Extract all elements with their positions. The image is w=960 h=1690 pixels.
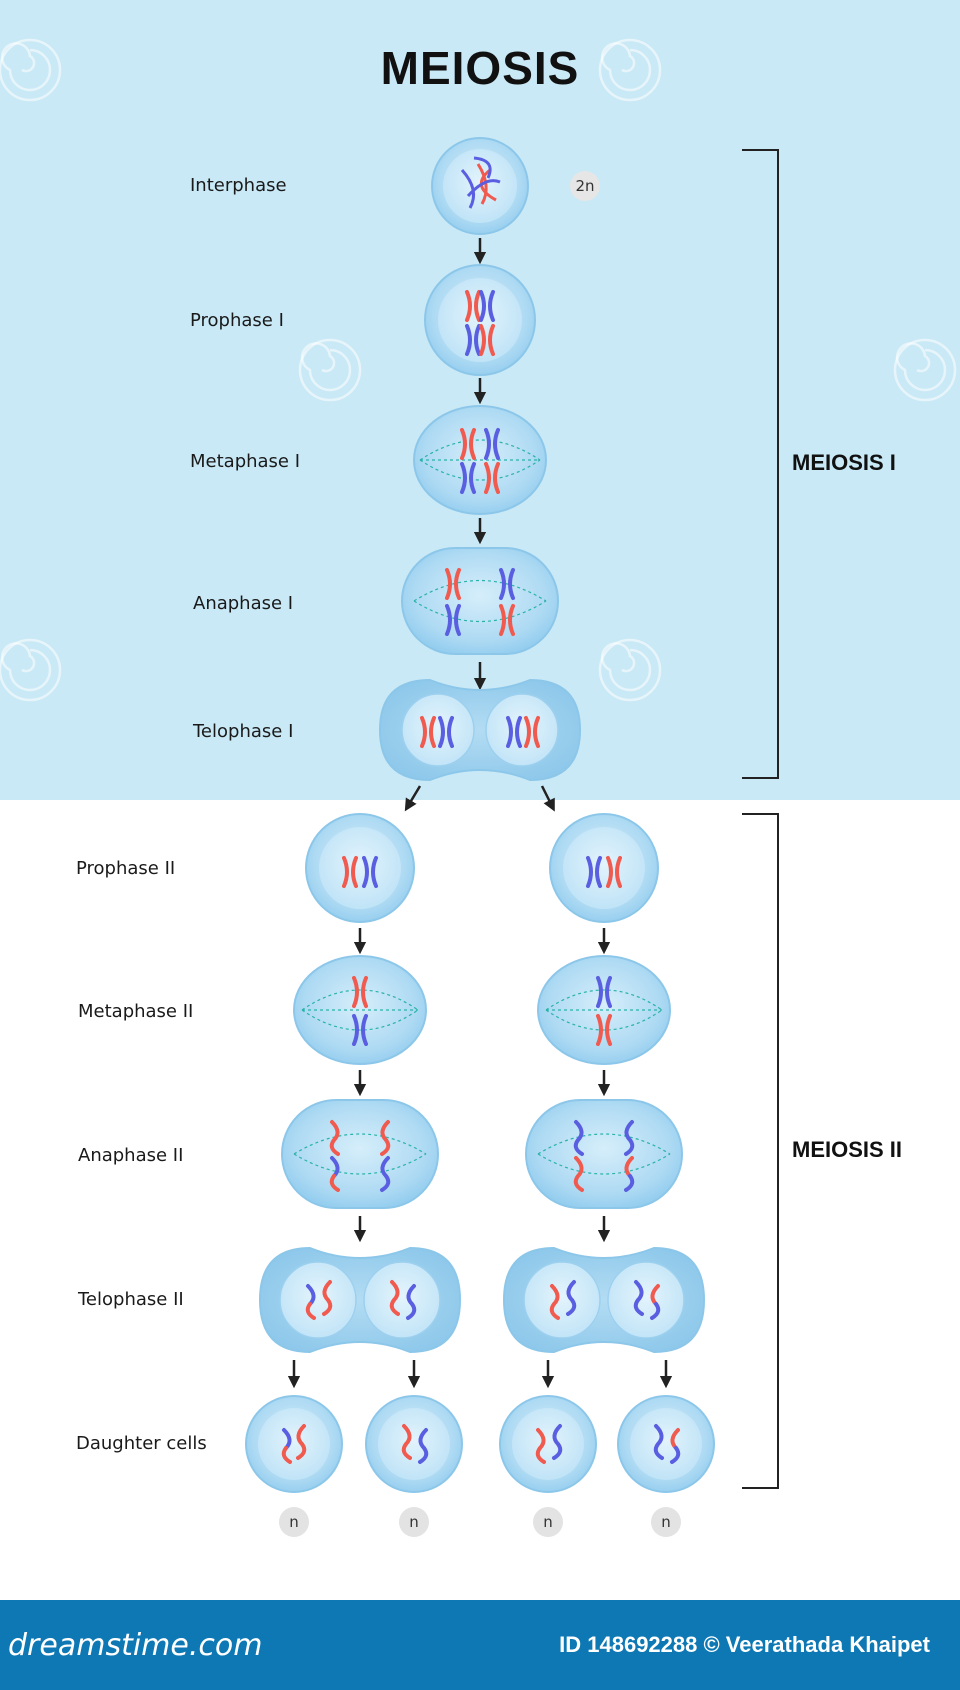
stage-label-anaphase-2: Anaphase II <box>78 1145 183 1166</box>
section-label-meiosis-2: MEIOSIS II <box>792 1137 902 1162</box>
ploidy-badge-haploid-2: n <box>399 1507 429 1537</box>
stage-label-metaphase-1: Metaphase I <box>190 451 300 472</box>
circle-badge-icon <box>533 1507 563 1537</box>
circle-badge-icon <box>570 171 600 201</box>
daughter-cell-1 <box>245 1395 343 1493</box>
cell-prophase-2-left <box>305 813 415 923</box>
stage-label-anaphase-1: Anaphase I <box>193 593 293 614</box>
arrow-down-icon <box>540 785 555 812</box>
cell-anaphase-2-right <box>525 1099 683 1209</box>
daughter-cell-4 <box>617 1395 715 1493</box>
cell-metaphase-2-right <box>537 955 671 1065</box>
footer-credit: ID 148692288 © Veerathada Khaipet <box>559 1632 931 1657</box>
spiral-logo-icon <box>893 338 957 402</box>
meiosis-1-bracket <box>742 149 779 779</box>
spiral-logo-icon <box>0 638 62 702</box>
stage-label-prophase-2: Prophase II <box>76 858 175 879</box>
spiral-logo-icon <box>598 638 662 702</box>
footer-brand: dreamstime.com <box>8 1628 262 1663</box>
circle-badge-icon <box>651 1507 681 1537</box>
daughter-cell-3 <box>499 1395 597 1493</box>
ploidy-label-haploid: n <box>409 1513 419 1531</box>
cell-telophase-2-left <box>258 1246 462 1354</box>
page-title: MEIOSIS <box>381 42 580 94</box>
stage-label-telophase-1: Telophase I <box>192 721 293 742</box>
footer-bar <box>0 1600 960 1690</box>
ploidy-label-haploid: n <box>543 1513 553 1531</box>
ploidy-badge-haploid-1: n <box>279 1507 309 1537</box>
cell-interphase <box>431 137 529 235</box>
ploidy-label-haploid: n <box>661 1513 671 1531</box>
ploidy-badge-haploid-4: n <box>651 1507 681 1537</box>
stage-label-metaphase-2: Metaphase II <box>78 1001 193 1022</box>
circle-badge-icon <box>399 1507 429 1537</box>
spiral-logo-icon <box>0 38 62 102</box>
stage-label-interphase: Interphase <box>190 175 287 196</box>
cell-telophase-2-right <box>502 1246 706 1354</box>
ploidy-label-haploid: n <box>289 1513 299 1531</box>
section-label-meiosis-1: MEIOSIS I <box>792 450 896 475</box>
cell-telophase-1 <box>378 678 582 782</box>
stage-label-prophase-1: Prophase I <box>190 310 284 331</box>
spiral-logo-icon <box>298 338 362 402</box>
arrow-down-icon <box>404 785 422 812</box>
spiral-logo-icon <box>598 38 662 102</box>
ploidy-badge-diploid: 2n <box>570 171 600 201</box>
cell-anaphase-2-left <box>281 1099 439 1209</box>
ploidy-badge-haploid-3: n <box>533 1507 563 1537</box>
stage-label-telophase-2: Telophase II <box>77 1289 184 1310</box>
meiosis-2-background <box>0 800 960 1600</box>
meiosis-2-bracket <box>742 813 779 1489</box>
cell-anaphase-1 <box>401 547 559 655</box>
cell-metaphase-2-left <box>293 955 427 1065</box>
circle-badge-icon <box>279 1507 309 1537</box>
cell-prophase-2-right <box>549 813 659 923</box>
ploidy-label-diploid: 2n <box>575 177 594 195</box>
daughter-cell-2 <box>365 1395 463 1493</box>
stage-label-daughter-cells: Daughter cells <box>76 1433 207 1454</box>
cell-prophase-1 <box>424 264 536 376</box>
cell-metaphase-1 <box>413 405 547 515</box>
